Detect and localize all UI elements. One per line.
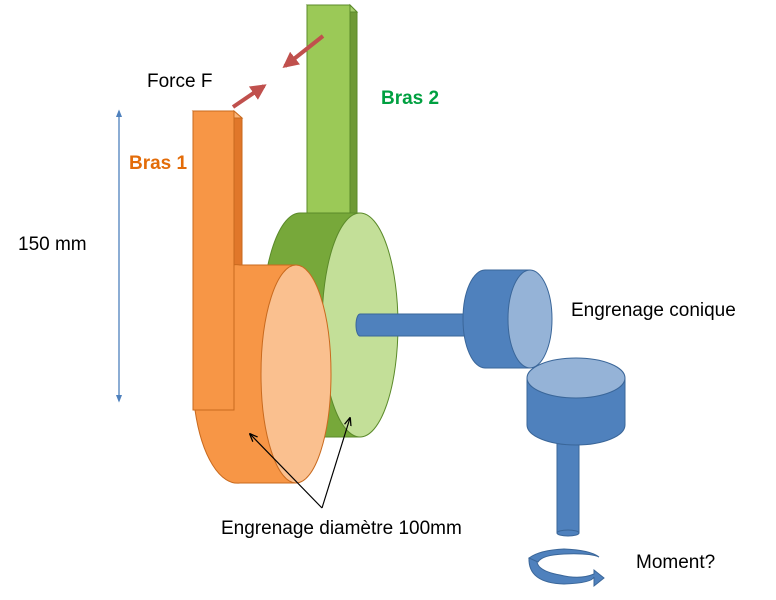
- force-arrow-1: [231, 84, 267, 109]
- bevel-gear-assembly: [355, 269, 626, 537]
- callout-line-green-gear: [321, 418, 350, 509]
- arm-1: [191, 109, 332, 484]
- bevel-gear-label: Engrenage conique: [571, 300, 736, 321]
- arm-2-label: Bras 2: [381, 88, 439, 109]
- moment-rotation-arrow: [528, 548, 605, 588]
- force-arrow-2: [282, 34, 325, 68]
- gear-diameter-label: Engrenage diamètre 100mm: [221, 518, 462, 539]
- arm-1-label: Bras 1: [129, 153, 188, 174]
- callout-line-orange-gear: [250, 434, 323, 509]
- moment-label: Moment?: [636, 552, 715, 573]
- dimension-label: 150 mm: [18, 234, 87, 255]
- force-label: Force F: [147, 71, 212, 92]
